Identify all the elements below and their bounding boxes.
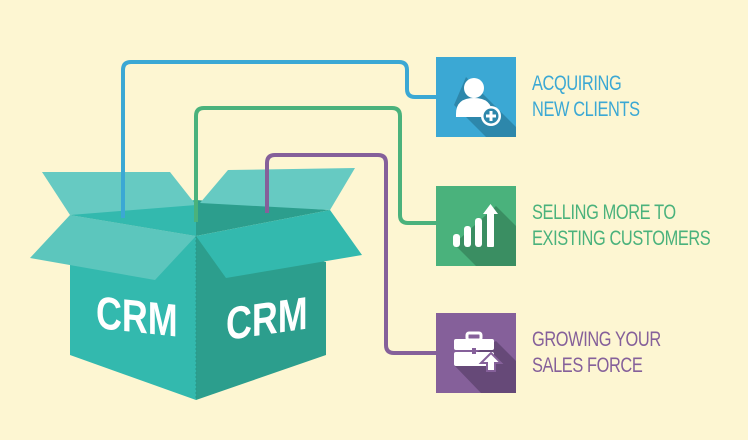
acquiring-clients-label: ACQUIRING NEW CLIENTS	[532, 71, 640, 123]
box-right-label: CRM	[226, 287, 308, 350]
label-line-2: SALES FORCE	[532, 354, 643, 377]
user-add-icon	[454, 77, 516, 137]
box-front-left-face	[70, 236, 196, 400]
label-line-1: GROWING YOUR	[532, 328, 661, 351]
box-interior-left	[70, 200, 196, 236]
box-back-left-flap	[42, 172, 196, 215]
box-front-right-flap	[196, 210, 362, 278]
label-line-1: ACQUIRING	[532, 72, 622, 95]
connector-line-blue	[121, 60, 436, 218]
connector-line-purple	[265, 153, 436, 355]
growth-chart-icon	[453, 204, 516, 266]
growing-sales-force-label: GROWING YOUR SALES FORCE	[532, 327, 661, 379]
label-line-2: EXISTING CUSTOMERS	[532, 227, 711, 250]
connector-line-green	[194, 106, 436, 225]
box-back-right-flap	[200, 168, 355, 210]
box-left-label: CRM	[96, 287, 178, 347]
growing-sales-force-card	[436, 313, 516, 393]
label-line-1: SELLING MORE TO	[532, 201, 676, 224]
box-front-left-flap	[30, 215, 196, 280]
selling-more-card	[436, 186, 516, 266]
label-line-2: NEW CLIENTS	[532, 98, 640, 121]
briefcase-up-icon	[454, 331, 516, 393]
acquiring-clients-card	[436, 57, 516, 137]
selling-more-label: SELLING MORE TO EXISTING CUSTOMERS	[532, 200, 711, 252]
